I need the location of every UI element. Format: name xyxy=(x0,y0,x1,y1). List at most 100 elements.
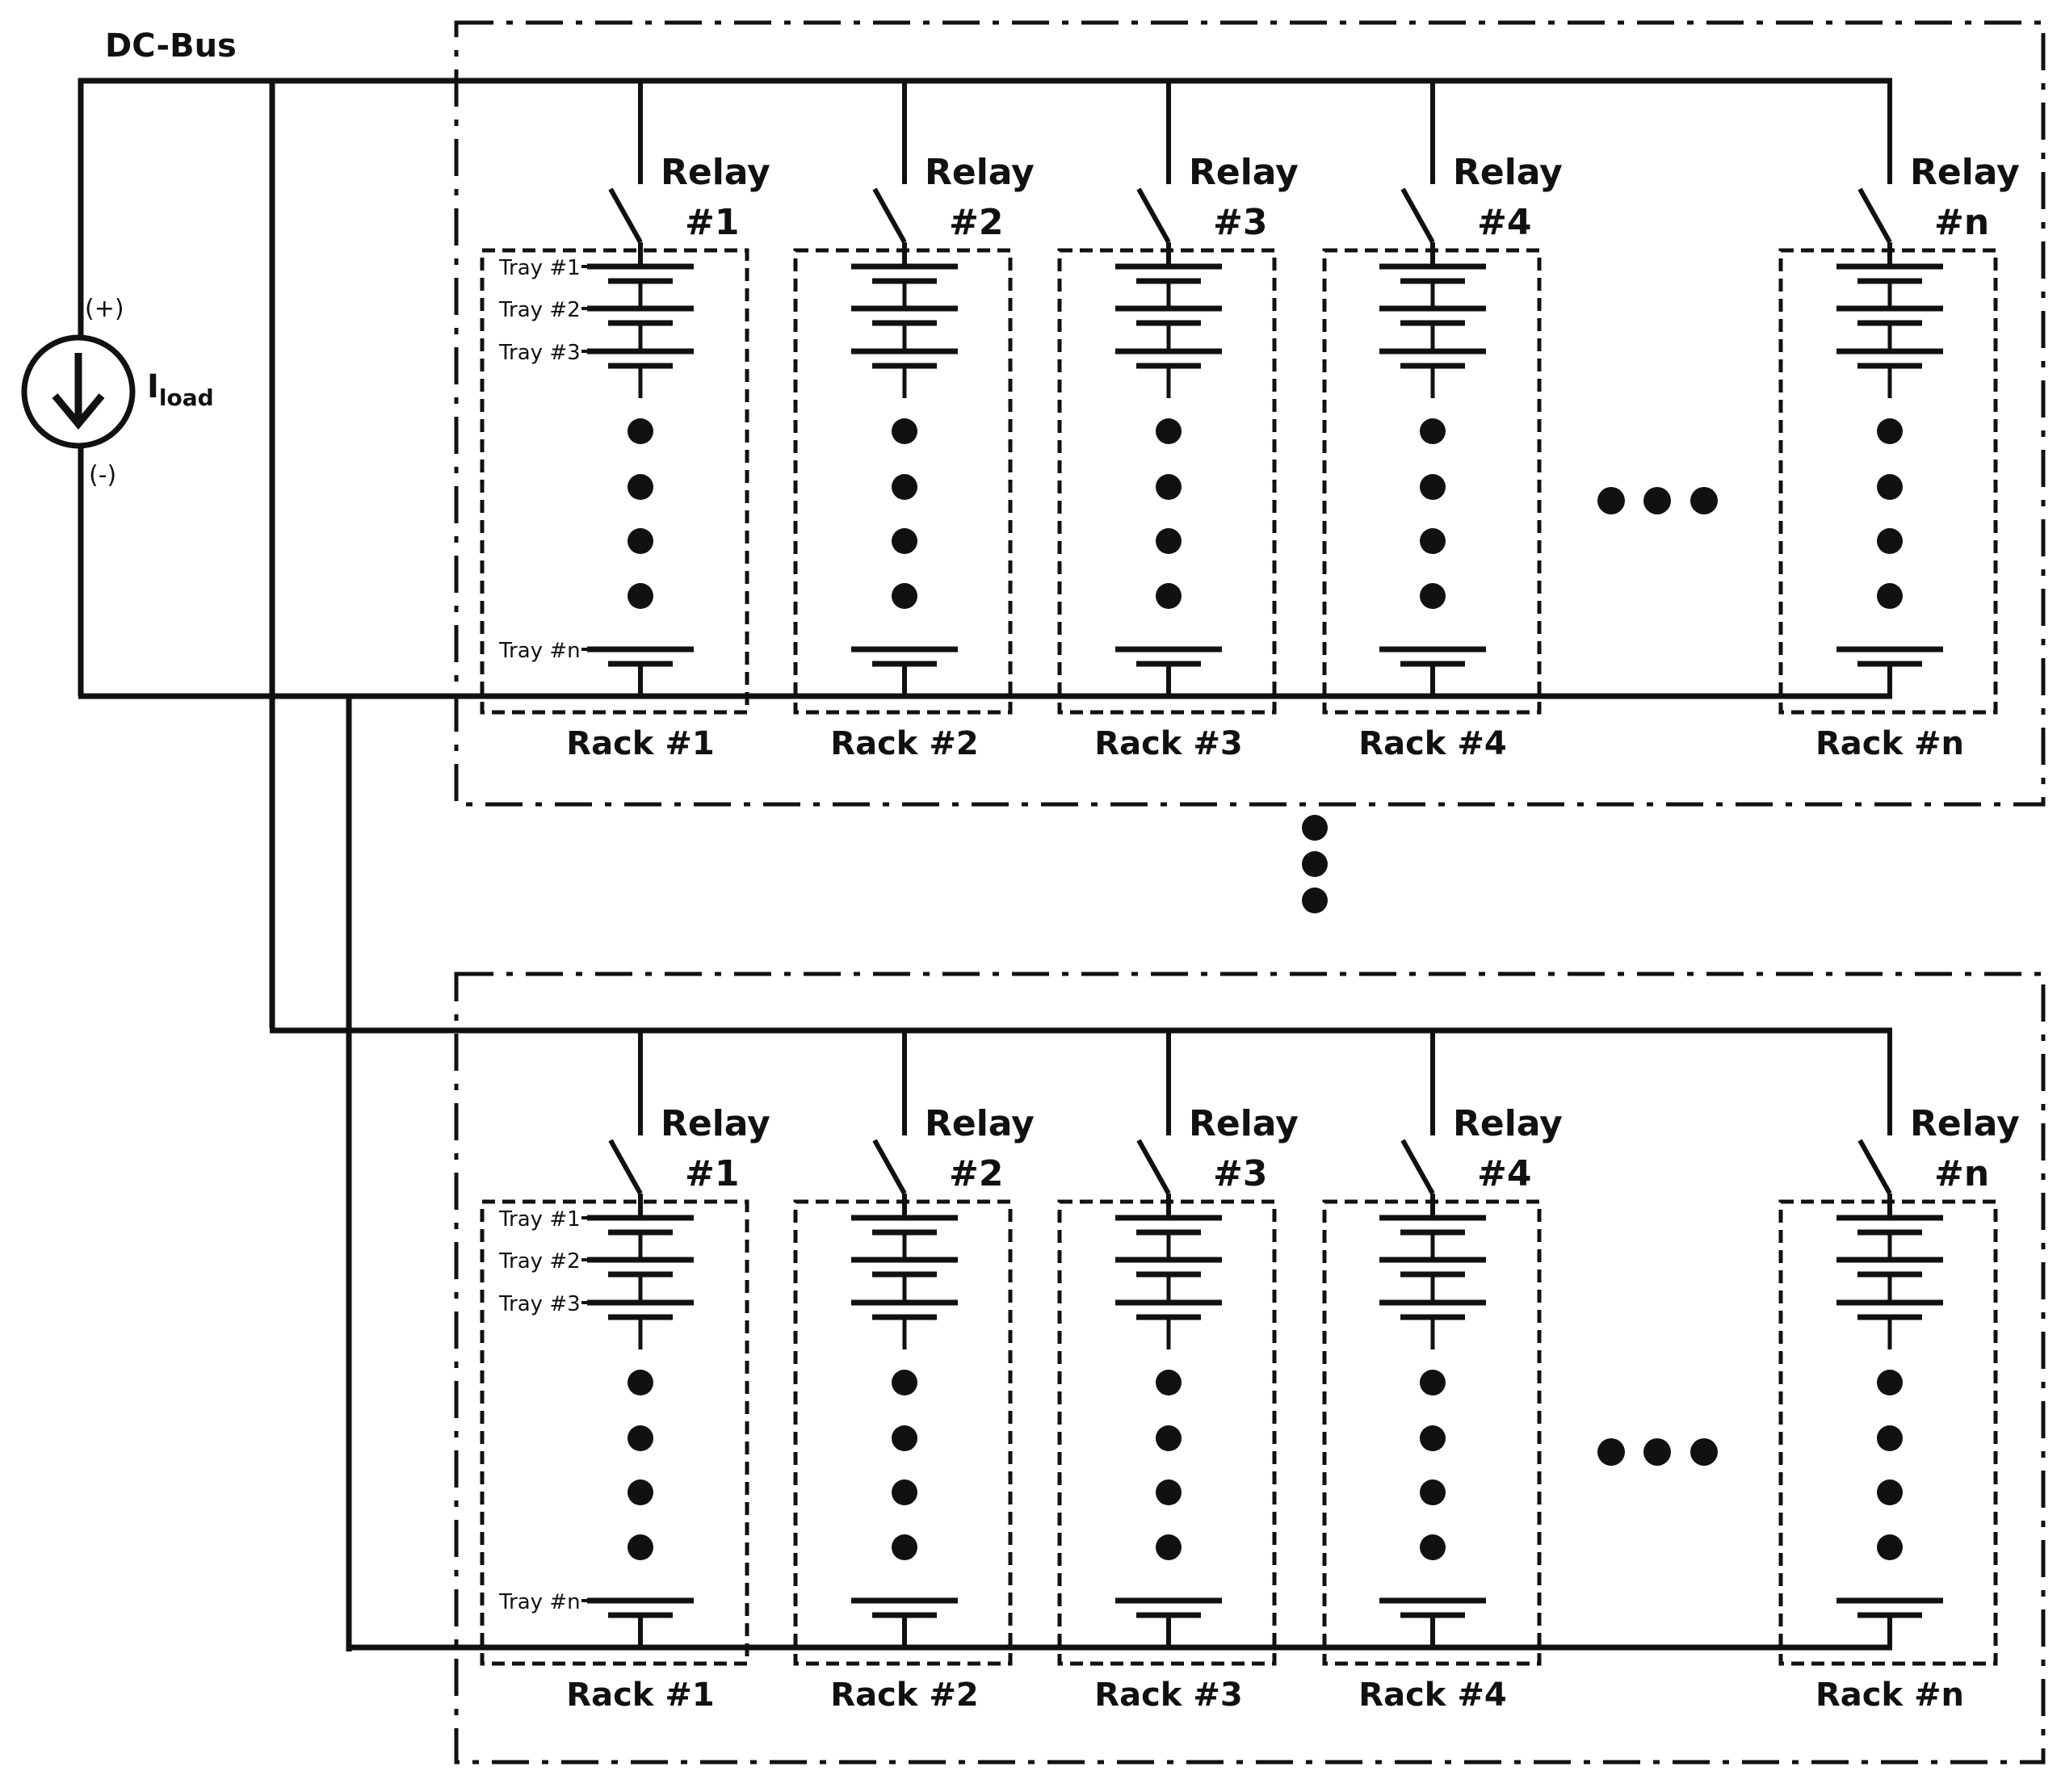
rack-label: Rack #2 xyxy=(830,725,978,762)
ellipsis-dot xyxy=(1877,1534,1903,1560)
ellipsis-dot xyxy=(1877,418,1903,444)
load-current-label: Iload xyxy=(147,368,214,411)
current-arrow-icon xyxy=(52,393,105,430)
ellipsis-dot xyxy=(1877,1370,1903,1395)
relay-switch-icon xyxy=(1136,1139,1171,1195)
relay-label: Relay xyxy=(661,1103,770,1144)
ellipsis-dot xyxy=(892,474,917,500)
relay-number: #4 xyxy=(1477,1153,1531,1194)
relay-label: Relay xyxy=(661,152,770,193)
rack-box xyxy=(1778,248,1998,715)
ellipsis-dot xyxy=(628,1370,653,1395)
tray-label: Tray #2 xyxy=(498,298,581,322)
tray-label: Tray #1 xyxy=(498,256,581,280)
ellipsis-dot xyxy=(1420,418,1446,444)
tray-label: Tray #1 xyxy=(498,1207,581,1232)
rack-label: Rack #2 xyxy=(830,1677,978,1714)
ellipsis-dot xyxy=(1420,1534,1446,1560)
relay-label: Relay xyxy=(925,1103,1035,1144)
ellipsis-dot xyxy=(628,528,653,554)
relay-switch-icon xyxy=(1400,187,1435,244)
ellipsis-dot xyxy=(628,418,653,444)
relay-switch-icon xyxy=(872,187,907,244)
relay-switch-icon xyxy=(1857,187,1892,244)
ellipsis-dot xyxy=(1156,1534,1182,1560)
relay-number: #2 xyxy=(949,202,1003,243)
tray-label: Tray #2 xyxy=(498,1249,581,1274)
ellipsis-dot xyxy=(1643,487,1671,514)
ellipsis-dot xyxy=(1690,487,1718,514)
current-source: (+) (-) Iload xyxy=(21,295,214,489)
relay-number: #n xyxy=(1934,1153,1989,1194)
ellipsis-dot xyxy=(1420,1479,1446,1505)
ellipsis-dot xyxy=(892,1534,917,1560)
ellipsis-dot xyxy=(628,1534,653,1560)
ellipsis-dot xyxy=(1156,1479,1182,1505)
rack-label: Rack #1 xyxy=(566,725,714,762)
tray-label: Tray #n xyxy=(498,639,581,663)
relay-number: #2 xyxy=(949,1153,1003,1194)
ellipsis-dot xyxy=(1302,815,1328,841)
tray-label: Tray #n xyxy=(498,1590,581,1614)
relay-switch-icon xyxy=(608,1139,643,1195)
ellipsis-dot xyxy=(1420,1370,1446,1395)
ellipsis-dot xyxy=(1156,528,1182,554)
ellipsis-dot xyxy=(628,474,653,500)
ellipsis-dot xyxy=(892,1370,917,1395)
relay-number: #3 xyxy=(1213,1153,1267,1194)
relay-switch-icon xyxy=(872,1139,907,1195)
ellipsis-dot xyxy=(1877,528,1903,554)
ellipsis-dot xyxy=(1877,1479,1903,1505)
relay-label: Relay xyxy=(1189,152,1299,193)
ellipsis-dot xyxy=(1597,1438,1625,1466)
ellipsis-dot xyxy=(892,528,917,554)
ellipsis-dot xyxy=(1302,888,1328,913)
ellipsis-dot xyxy=(1597,487,1625,514)
ellipsis-dot xyxy=(628,1425,653,1451)
relay-switch-icon xyxy=(608,187,643,244)
rack-box xyxy=(480,1199,749,1666)
ellipsis-dot xyxy=(892,418,917,444)
ellipsis-dot xyxy=(628,583,653,609)
rack-box xyxy=(1057,248,1277,715)
relay-label: Relay xyxy=(1910,152,2020,193)
relay-switch-icon xyxy=(1400,1139,1435,1195)
relay-label: Relay xyxy=(1453,152,1563,193)
rack-box xyxy=(1778,1199,1998,1666)
ellipsis-dot xyxy=(892,1479,917,1505)
relay-number: #n xyxy=(1934,202,1989,243)
dc-bus-label: DC-Bus xyxy=(105,27,237,65)
relay-number: #1 xyxy=(685,1153,739,1194)
rack-label: Rack #3 xyxy=(1094,1677,1242,1714)
rack-label: Rack #n xyxy=(1815,1677,1964,1714)
ellipsis-dot xyxy=(1302,851,1328,877)
relay-number: #1 xyxy=(685,202,739,243)
ellipsis-dot xyxy=(1643,1438,1671,1466)
group-outline xyxy=(454,20,2046,807)
load-current-subscript: load xyxy=(159,384,214,411)
load-current-symbol: I xyxy=(147,368,159,405)
ellipsis-dot xyxy=(1690,1438,1718,1466)
ellipsis-dot xyxy=(892,583,917,609)
rack-label: Rack #4 xyxy=(1358,725,1506,762)
group-continuation-dots xyxy=(1302,815,1328,913)
rack-box xyxy=(793,1199,1013,1666)
ellipsis-dot xyxy=(892,1425,917,1451)
wires xyxy=(78,78,352,1651)
ellipsis-dot xyxy=(1156,1425,1182,1451)
ellipsis-dot xyxy=(1420,528,1446,554)
ellipsis-dot xyxy=(1156,418,1182,444)
rack-box xyxy=(1322,1199,1542,1666)
rack-box xyxy=(1057,1199,1277,1666)
group-outline xyxy=(454,972,2046,1765)
